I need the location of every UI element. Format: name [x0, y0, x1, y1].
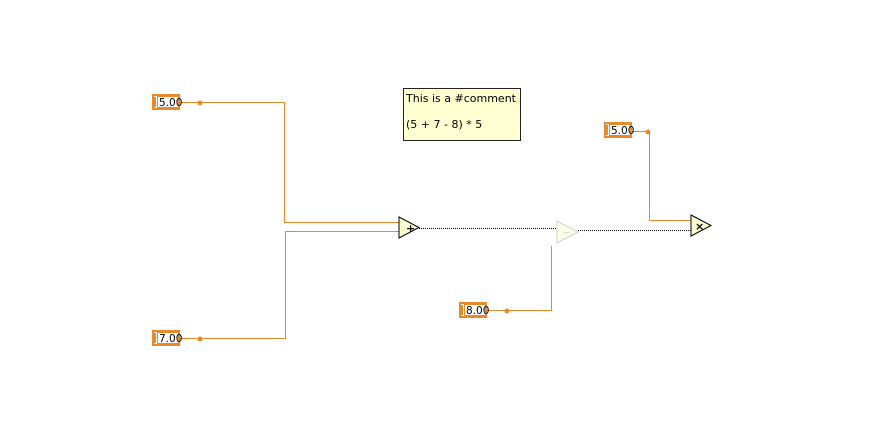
constant-value: 7.00 [157, 332, 183, 345]
terminal-dot-c3 [504, 308, 510, 314]
multiply-symbol: × [695, 220, 704, 233]
constant-marker [154, 97, 156, 107]
constant-value: 8.00 [464, 304, 490, 317]
add-node[interactable]: + [398, 216, 421, 239]
comment-spacer [406, 106, 520, 118]
comment-line-2: (5 + 7 - 8) * 5 [406, 118, 483, 131]
constant-marker [154, 333, 156, 343]
comment-box[interactable]: This is a #comment (5 + 7 - 8) * 5 [403, 88, 521, 141]
multiply-node[interactable]: × [690, 214, 713, 237]
terminal-dot-c1 [197, 100, 203, 106]
numeric-constant-8[interactable]: 8.00 [459, 302, 490, 318]
constant-marker [461, 305, 463, 315]
constant-value: 5.00 [609, 124, 635, 137]
add-symbol: + [406, 222, 415, 235]
constant-value: 5.00 [157, 96, 183, 109]
terminal-dot-c4 [645, 129, 651, 135]
wire-c1-to-add[interactable] [180, 102, 402, 223]
wire-c2-to-add[interactable] [180, 231, 402, 339]
wire-c4-to-multiply[interactable] [632, 131, 694, 221]
wire-c3-to-subtract[interactable] [487, 246, 552, 311]
numeric-constant-7[interactable]: 7.00 [152, 330, 183, 346]
constant-marker [606, 125, 608, 135]
terminal-dot-c2 [197, 336, 203, 342]
numeric-constant-5-second[interactable]: 5.00 [604, 122, 635, 138]
subtract-symbol: − [562, 228, 570, 239]
numeric-constant-5[interactable]: 5.00 [152, 94, 183, 110]
subtract-node[interactable]: − [556, 220, 580, 244]
comment-line-1: This is a #comment [406, 92, 516, 105]
